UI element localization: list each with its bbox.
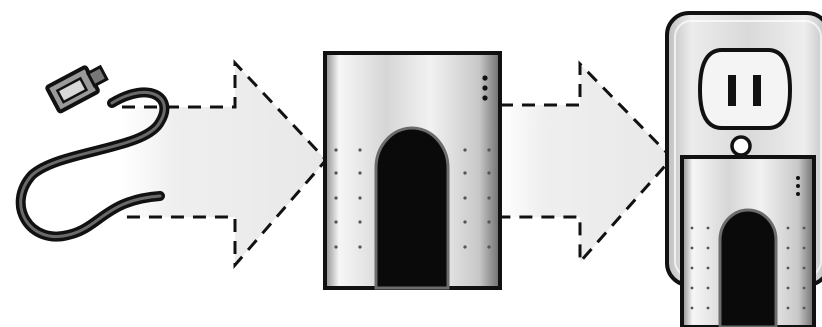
- outlet-socket-icon: [697, 48, 793, 130]
- ethernet-port-icon: [374, 126, 450, 290]
- ethernet-cable-icon: [15, 64, 170, 242]
- status-led-icon: [482, 75, 488, 101]
- vent-dots: [334, 148, 491, 249]
- outlet-screw-icon: [730, 135, 752, 157]
- plugged-ethernet-port-icon: [718, 208, 778, 327]
- plugged-status-led-icon: [796, 176, 800, 196]
- arrow-connector-2: [500, 60, 675, 266]
- powerline-adapter-icon: [323, 51, 502, 290]
- plugged-adapter-icon: [680, 155, 816, 327]
- rj45-plug-icon: [45, 64, 109, 114]
- plugged-vent-dots: [690, 226, 806, 310]
